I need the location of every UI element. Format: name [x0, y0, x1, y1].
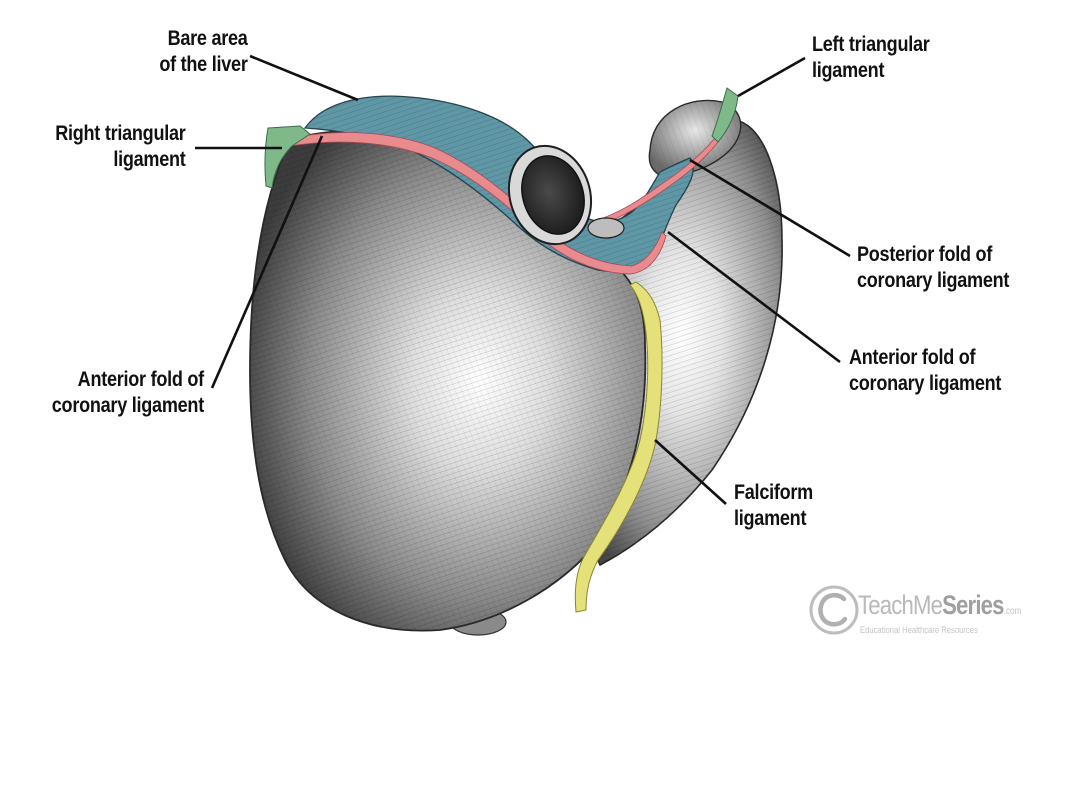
label-line: ligament — [812, 59, 885, 82]
brand-bold: Series — [942, 590, 1004, 620]
label-line: Right triangular — [55, 122, 187, 145]
label-left-triangular: Left triangular ligament — [812, 32, 930, 84]
leader-bare-area — [249, 54, 359, 102]
teachmeseries-watermark: TeachMeSeries.com Educational Healthcare… — [808, 578, 1028, 648]
label-line: ligament — [113, 148, 186, 171]
label-line: ligament — [734, 507, 807, 530]
anterior-coronary-fold-shape — [289, 132, 667, 275]
label-anterior-fold-left: Anterior fold of coronary ligament — [52, 367, 204, 419]
label-line: coronary ligament — [857, 269, 1010, 292]
leader-posterior-fold — [689, 158, 851, 258]
label-line: coronary ligament — [849, 372, 1002, 395]
leader-anterior-fold-left — [210, 135, 324, 389]
label-line: Left triangular — [812, 33, 930, 56]
left-triangular-ligament-shape — [711, 87, 739, 143]
label-line: Posterior fold of — [857, 243, 993, 266]
label-bare-area: Bare area of the liver — [160, 26, 248, 78]
leader-falciform — [654, 439, 727, 505]
label-line: Bare area — [167, 27, 248, 50]
copyright-c-icon — [809, 585, 859, 635]
label-anterior-fold-right: Anterior fold of coronary ligament — [849, 345, 1001, 397]
leader-anterior-fold-right — [667, 230, 841, 364]
brand-light: TeachMe — [858, 590, 943, 620]
leader-left-triangular — [737, 56, 806, 98]
label-line: of the liver — [159, 53, 248, 76]
watermark-tagline: Educational Healthcare Resources — [860, 625, 978, 635]
vena-cava-lumen — [521, 155, 585, 235]
falciform-ligament-shape — [574, 281, 663, 613]
label-right-triangular: Right triangular ligament — [55, 121, 187, 173]
label-line: coronary ligament — [51, 394, 204, 417]
label-line: Anterior fold of — [77, 368, 205, 391]
label-line: Anterior fold of — [849, 346, 976, 369]
watermark-brand: TeachMeSeries.com — [858, 590, 1021, 621]
label-line: Falciform — [734, 481, 813, 504]
label-posterior-fold: Posterior fold of coronary ligament — [857, 242, 1009, 294]
brand-suffix: .com — [1003, 606, 1022, 617]
label-falciform: Falciform ligament — [734, 480, 813, 532]
